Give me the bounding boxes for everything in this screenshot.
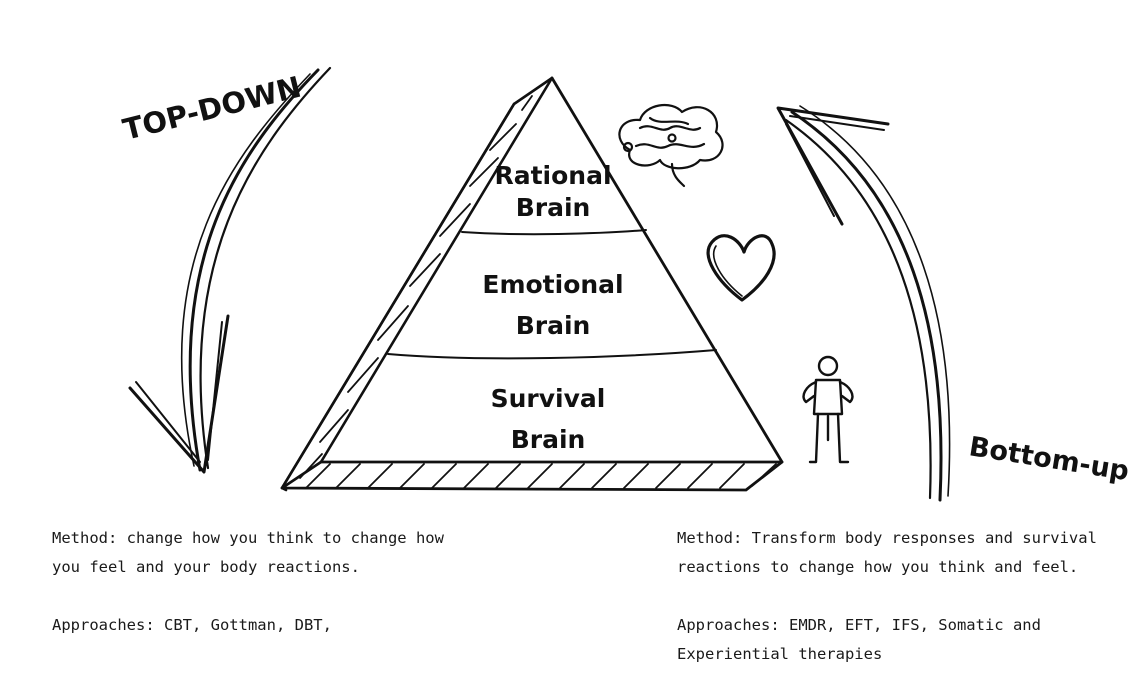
survival-brain-label-line2: Brain: [511, 425, 586, 454]
heart-icon: [706, 234, 776, 302]
person-icon: [802, 355, 854, 464]
bottom-up-arrow: [776, 105, 951, 502]
bottom-up-label: Bottom-up: [967, 431, 1131, 487]
survival-brain-label-line1: Survival: [491, 384, 606, 413]
top-down-arrow: [128, 66, 332, 474]
bottom-up-description: Method: Transform body responses and sur…: [677, 524, 1117, 669]
top-down-label: TOP-DOWN: [119, 70, 304, 147]
bottom-up-approaches-line2: Experiential therapies: [677, 645, 883, 663]
bottom-up-method-line1: Method: Transform body responses and sur…: [677, 529, 1097, 547]
bottom-up-method-line2: reactions to change how you think and fe…: [677, 558, 1079, 576]
top-down-description: Method: change how you think to change h…: [52, 524, 482, 640]
top-down-approaches: Approaches: CBT, Gottman, DBT,: [52, 616, 332, 634]
top-down-method-line2: you feel and your body reactions.: [52, 558, 360, 576]
emotional-brain-label-line2: Brain: [516, 311, 591, 340]
rational-brain-label-line1: Rational: [494, 161, 611, 190]
bottom-up-approaches-line1: Approaches: EMDR, EFT, IFS, Somatic and: [677, 616, 1041, 634]
pyramid: [280, 76, 784, 492]
brain-icon: [618, 103, 724, 188]
emotional-brain-label-line1: Emotional: [482, 270, 623, 299]
top-down-method-line1: Method: change how you think to change h…: [52, 529, 444, 547]
rational-brain-label-line2: Brain: [516, 193, 591, 222]
